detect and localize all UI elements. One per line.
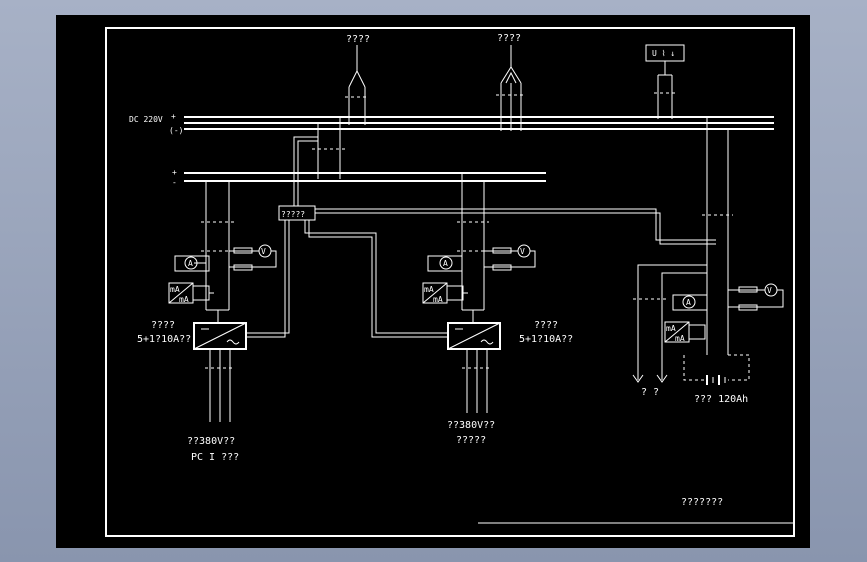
dc-sub-bus xyxy=(184,172,546,182)
battery-bank xyxy=(683,354,750,385)
ac-left-panel: PC I ??? xyxy=(191,452,239,463)
sub-bus-plus: + xyxy=(172,168,177,177)
bus-tie-feed xyxy=(317,117,341,179)
svg-text:A: A xyxy=(188,259,193,268)
sub-bus-minus: - xyxy=(172,178,177,187)
svg-text:mA: mA xyxy=(666,324,676,333)
source-mid-feed xyxy=(500,45,522,131)
svg-text:U ⌇ ↓: U ⌇ ↓ xyxy=(652,49,675,58)
battery-meters: V A mA mA xyxy=(664,283,784,343)
dc-bus-plus: + xyxy=(171,112,176,121)
svg-text:A: A xyxy=(686,298,691,307)
rectifier-left xyxy=(193,322,247,350)
controller-wiring xyxy=(246,136,716,338)
rectifier-mid-rating: 5+1?10A?? xyxy=(519,334,573,345)
rectifier-left-feed xyxy=(205,181,230,323)
ac-left-source: ??380V?? xyxy=(187,436,235,447)
rectifier-left-rating: 5+1?10A?? xyxy=(137,334,191,345)
svg-text:?????: ????? xyxy=(281,210,305,219)
rectifier-mid-meters: V A mA mA xyxy=(422,244,536,304)
svg-text:V: V xyxy=(520,247,525,256)
rectifier-left-meters: V A mA mA xyxy=(168,244,277,304)
rectifier-left-name: ???? xyxy=(151,320,175,331)
source-left-label: ???? xyxy=(346,34,370,45)
ac-mid-feed xyxy=(466,349,488,413)
dc-bus-minus: (-) xyxy=(169,126,183,135)
ac-mid-source: ??380V?? xyxy=(447,420,495,431)
dc-main-bus xyxy=(184,116,774,130)
controller-box: ????? xyxy=(278,205,316,221)
battery-outputs xyxy=(632,264,707,383)
svg-text:mA: mA xyxy=(179,295,189,304)
rectifier-mid-name: ???? xyxy=(534,320,558,331)
drawing-title: ??????? xyxy=(681,497,723,508)
battery-label: ??? 120Ah xyxy=(694,394,748,405)
svg-text:mA: mA xyxy=(675,334,685,343)
svg-text:mA: mA xyxy=(170,285,180,294)
svg-text:mA: mA xyxy=(424,285,434,294)
source-mid-label: ???? xyxy=(497,33,521,44)
rectifier-mid xyxy=(447,322,501,350)
dc-bus-label: DC 220V xyxy=(129,115,163,124)
svg-text:A: A xyxy=(443,259,448,268)
source-left-feed xyxy=(348,45,366,125)
battery-feed xyxy=(706,117,729,355)
battery-out-labels: ? ? xyxy=(641,387,659,398)
drawing-sheet: ???? ???? U ⌇ ↓ DC 220V + (-) xyxy=(56,15,810,548)
rectifier-mid-feed xyxy=(461,173,485,323)
source-right-box: U ⌇ ↓ xyxy=(645,44,685,119)
svg-text:V: V xyxy=(261,247,266,256)
ac-mid-panel: ????? xyxy=(456,435,486,446)
drawing-border xyxy=(105,27,795,537)
svg-text:V: V xyxy=(767,286,772,295)
svg-text:mA: mA xyxy=(433,295,443,304)
ac-left-feed xyxy=(209,349,231,422)
